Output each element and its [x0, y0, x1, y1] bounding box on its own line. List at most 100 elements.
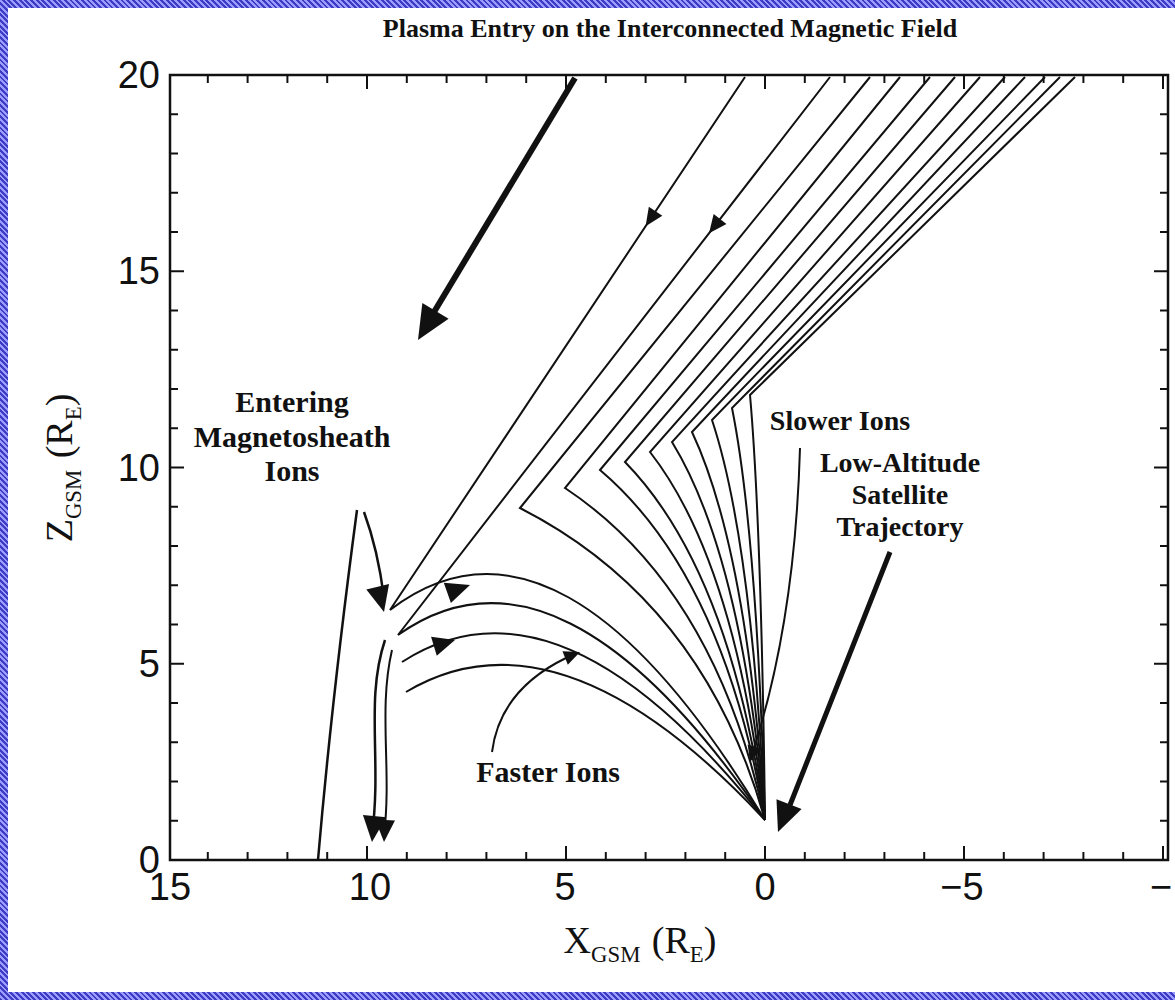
tick-mark: [485, 852, 487, 860]
tick-label: 5: [139, 642, 160, 685]
axis-title-part: GSM: [61, 470, 86, 519]
tick-mark: [1160, 388, 1168, 390]
tick-mark: [170, 584, 178, 586]
tick-mark: [247, 75, 249, 83]
axis-title: ZGSM(RE): [37, 394, 87, 543]
tick-mark: [525, 852, 527, 860]
axis-title-part: GSM: [591, 942, 640, 967]
tick-mark: [724, 852, 726, 860]
tick-mark: [366, 846, 368, 860]
tick-mark: [170, 467, 184, 469]
tick-mark: [286, 75, 288, 83]
tick-mark: [804, 75, 806, 83]
axis-title-part: E: [61, 406, 86, 420]
plot-background: [8, 8, 1175, 992]
tick-mark: [207, 852, 209, 860]
tick-mark: [170, 506, 178, 508]
leader-line: [754, 448, 800, 748]
tick-mark: [366, 75, 368, 89]
tick-mark: [764, 846, 766, 860]
plot-frame: [170, 75, 1168, 860]
tick-mark: [446, 75, 448, 83]
tick-mark: [1160, 506, 1168, 508]
tick-mark: [645, 75, 647, 83]
tick-mark: [684, 75, 686, 83]
leader-arrowhead: [562, 651, 580, 664]
tick-mark: [1160, 113, 1168, 115]
tick-mark: [170, 427, 178, 429]
tick-mark: [170, 820, 178, 822]
tick-mark: [1160, 584, 1168, 586]
field-line: [520, 77, 870, 820]
tick-mark: [1160, 624, 1168, 626]
tick-mark: [724, 75, 726, 83]
tick-mark: [406, 852, 408, 860]
field-line: [732, 77, 1060, 820]
tick-mark: [565, 846, 567, 860]
field-arrowhead: [646, 207, 663, 226]
tick-mark: [963, 846, 965, 860]
tick-mark: [170, 153, 178, 155]
field-line: [692, 77, 1025, 820]
tick-mark: [170, 702, 178, 704]
field-arrowhead: [709, 214, 726, 233]
tick-mark: [1160, 545, 1168, 547]
tick-mark: [1154, 270, 1168, 272]
tick-mark: [170, 192, 178, 194]
tick-mark: [1160, 153, 1168, 155]
tick-mark: [170, 781, 178, 783]
tick-mark: [764, 75, 766, 89]
tick-mark: [1160, 427, 1168, 429]
tick-mark: [605, 852, 607, 860]
tick-mark: [1162, 75, 1164, 89]
tick-mark: [1154, 467, 1168, 469]
tick-mark: [485, 75, 487, 83]
tick-mark: [844, 75, 846, 83]
ion-trajectory: [398, 77, 830, 820]
tick-mark: [170, 545, 178, 547]
tick-label: −5: [940, 866, 983, 909]
axis-title-part: (R: [38, 420, 80, 458]
tick-mark: [1154, 663, 1168, 665]
tick-mark: [1160, 349, 1168, 351]
tick-mark: [326, 75, 328, 83]
tick-mark: [1160, 781, 1168, 783]
field-lines: [364, 77, 1075, 820]
tick-mark: [844, 852, 846, 860]
axis-title-part: E: [690, 942, 704, 967]
tick-mark: [1160, 702, 1168, 704]
ion-label: Faster Ions: [463, 755, 633, 790]
tick-mark: [883, 852, 885, 860]
ion-trajectory: [402, 633, 765, 820]
cusp-arrowhead: [375, 820, 395, 842]
axis-title-part: Z: [38, 519, 80, 542]
tick-mark: [1160, 741, 1168, 743]
tick-mark: [170, 270, 184, 272]
tick-label: 10: [349, 866, 391, 909]
ion-trajectory: [406, 665, 765, 820]
ion-label: Slower Ions: [765, 405, 915, 437]
plot-title: Plasma Entry on the Interconnected Magne…: [170, 14, 1170, 44]
cusp-arrowhead: [366, 584, 389, 612]
tick-mark: [406, 75, 408, 83]
arrowheads: [363, 207, 802, 842]
tick-label: 5: [554, 866, 575, 909]
tick-mark: [170, 741, 178, 743]
tick-label: 0: [754, 866, 775, 909]
tick-mark: [326, 852, 328, 860]
tick-mark: [207, 75, 209, 83]
tick-mark: [883, 75, 885, 83]
tick-label: −: [1150, 866, 1172, 909]
tick-mark: [286, 852, 288, 860]
axis-ticks: [170, 75, 1168, 860]
tick-mark: [645, 852, 647, 860]
leader-line: [492, 658, 566, 752]
leader-arrowhead: [776, 799, 801, 832]
ion-label: Entering Magnetosheath Ions: [187, 385, 397, 489]
cusp-trajectory: [384, 650, 392, 835]
tick-mark: [1162, 846, 1164, 860]
field-line: [750, 77, 1075, 820]
tick-mark: [247, 852, 249, 860]
cusp-arrowhead: [444, 583, 470, 603]
axis-title-part: ): [704, 919, 717, 961]
